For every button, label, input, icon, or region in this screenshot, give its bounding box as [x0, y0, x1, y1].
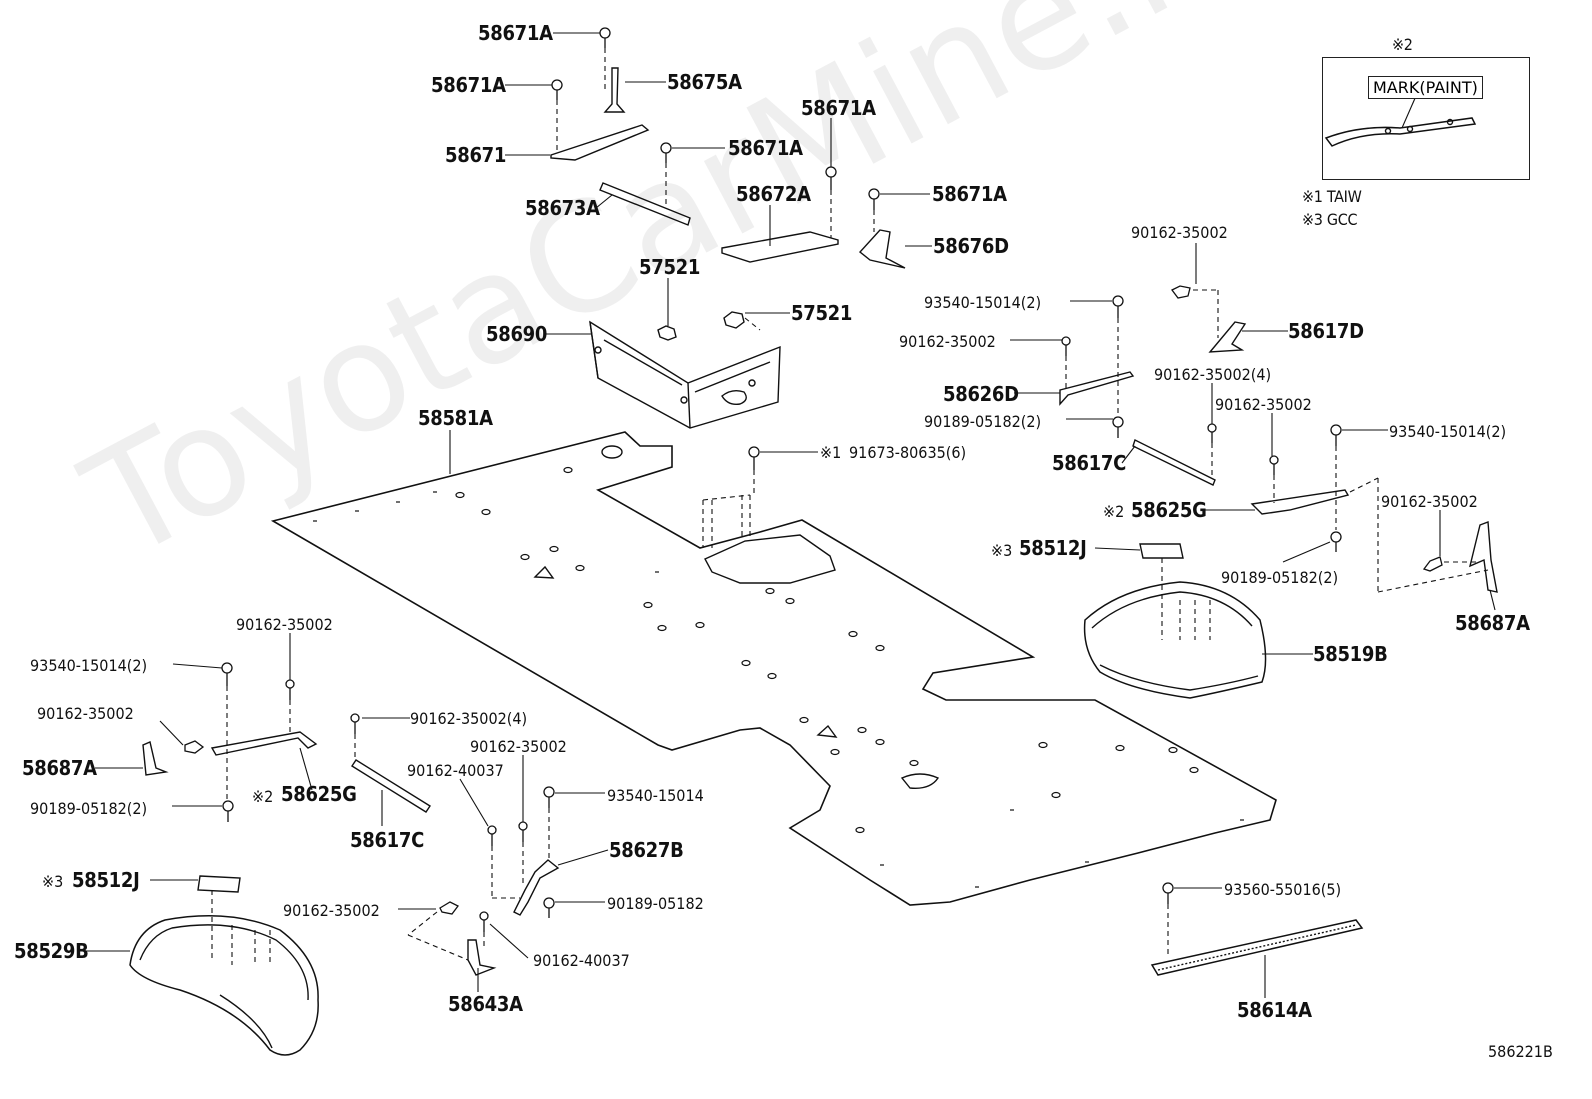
part-label[interactable]: 58617D	[1288, 319, 1364, 343]
part-label[interactable]: 58625G	[1131, 498, 1207, 522]
part-label[interactable]: 58671A	[932, 182, 1007, 206]
part-label[interactable]: 90162-35002	[899, 332, 996, 351]
part-label[interactable]: 90162-35002(4)	[410, 709, 528, 728]
part-label[interactable]: 58626D	[943, 382, 1019, 406]
part-label[interactable]: 58519B	[1313, 642, 1388, 666]
part-label[interactable]: 93540-15014	[607, 786, 704, 805]
part-label[interactable]: 90162-40037	[407, 761, 504, 780]
note-ref: ※3	[42, 872, 64, 891]
note-ref: ※3	[991, 541, 1013, 560]
part-label[interactable]: 90189-05182(2)	[30, 799, 148, 818]
part-label[interactable]: 93540-15014(2)	[1389, 422, 1507, 441]
part-label[interactable]: 58687A	[1455, 611, 1530, 635]
part-label[interactable]: 58673A	[525, 196, 600, 220]
note-ref: ※1	[820, 443, 842, 462]
leader-lines	[84, 32, 1496, 998]
part-label[interactable]: 90162-35002	[283, 901, 380, 920]
part-label[interactable]: 90162-35002	[1131, 223, 1228, 242]
part-label[interactable]: 91673-80635(6)	[849, 443, 967, 462]
part-label[interactable]: 58617C	[1052, 451, 1127, 475]
floor-mat-58581A	[270, 431, 1277, 906]
right-brackets	[1059, 285, 1498, 976]
part-label[interactable]: 90162-35002	[37, 704, 134, 723]
part-label[interactable]: 90162-35002(4)	[1154, 365, 1272, 384]
part-label[interactable]: 93540-15014(2)	[924, 293, 1042, 312]
part-label[interactable]: 57521	[791, 301, 853, 325]
part-label[interactable]: 58671A	[728, 136, 803, 160]
part-label[interactable]: 57521	[639, 255, 701, 279]
box-58690	[589, 311, 781, 429]
part-label[interactable]: 58581A	[418, 406, 493, 430]
note-taiw: ※1 TAIW	[1302, 187, 1362, 206]
part-label[interactable]: 93560-55016(5)	[1224, 880, 1342, 899]
diagram-code: 586221B	[1488, 1042, 1553, 1061]
part-label[interactable]: 58675A	[667, 70, 742, 94]
part-label[interactable]: 90189-05182	[607, 894, 704, 913]
part-label[interactable]: 58690	[486, 322, 548, 346]
part-label[interactable]: 58671A	[431, 73, 506, 97]
part-label[interactable]: 58614A	[1237, 998, 1312, 1022]
left-brackets	[129, 662, 560, 1056]
part-label[interactable]: 58625G	[281, 782, 357, 806]
part-label[interactable]: 58687A	[22, 756, 97, 780]
part-label[interactable]: 90162-35002	[236, 615, 333, 634]
part-label[interactable]: 58617C	[350, 828, 425, 852]
part-label[interactable]: 58671A	[478, 21, 553, 45]
inset-detail-box	[1322, 57, 1530, 180]
part-label[interactable]: 90189-05182(2)	[1221, 568, 1339, 587]
part-label[interactable]: 58512J	[1019, 536, 1087, 560]
part-label[interactable]: 90162-35002	[1381, 492, 1478, 511]
part-label[interactable]: 58627B	[609, 838, 684, 862]
part-label[interactable]: 90162-40037	[533, 951, 630, 970]
part-label[interactable]: 90189-05182(2)	[924, 412, 1042, 431]
inset-ref-label: ※2	[1392, 35, 1413, 54]
note-ref: ※2	[252, 787, 274, 806]
part-label[interactable]: 58671	[445, 143, 507, 167]
part-label[interactable]: 58643A	[448, 992, 523, 1016]
part-label[interactable]: 93540-15014(2)	[30, 656, 148, 675]
inset-bracket	[1324, 95, 1477, 147]
mark-paint-label: MARK(PAINT)	[1368, 76, 1483, 99]
part-label[interactable]: 58672A	[736, 182, 811, 206]
note-ref: ※2	[1103, 502, 1125, 521]
part-label[interactable]: 58671A	[801, 96, 876, 120]
note-gcc: ※3 GCC	[1302, 210, 1358, 229]
part-label[interactable]: 58512J	[72, 868, 140, 892]
part-label[interactable]: 58529B	[14, 939, 89, 963]
part-label[interactable]: 58676D	[933, 234, 1009, 258]
part-label[interactable]: 90162-35002	[470, 737, 567, 756]
part-label[interactable]: 90162-35002	[1215, 395, 1312, 414]
